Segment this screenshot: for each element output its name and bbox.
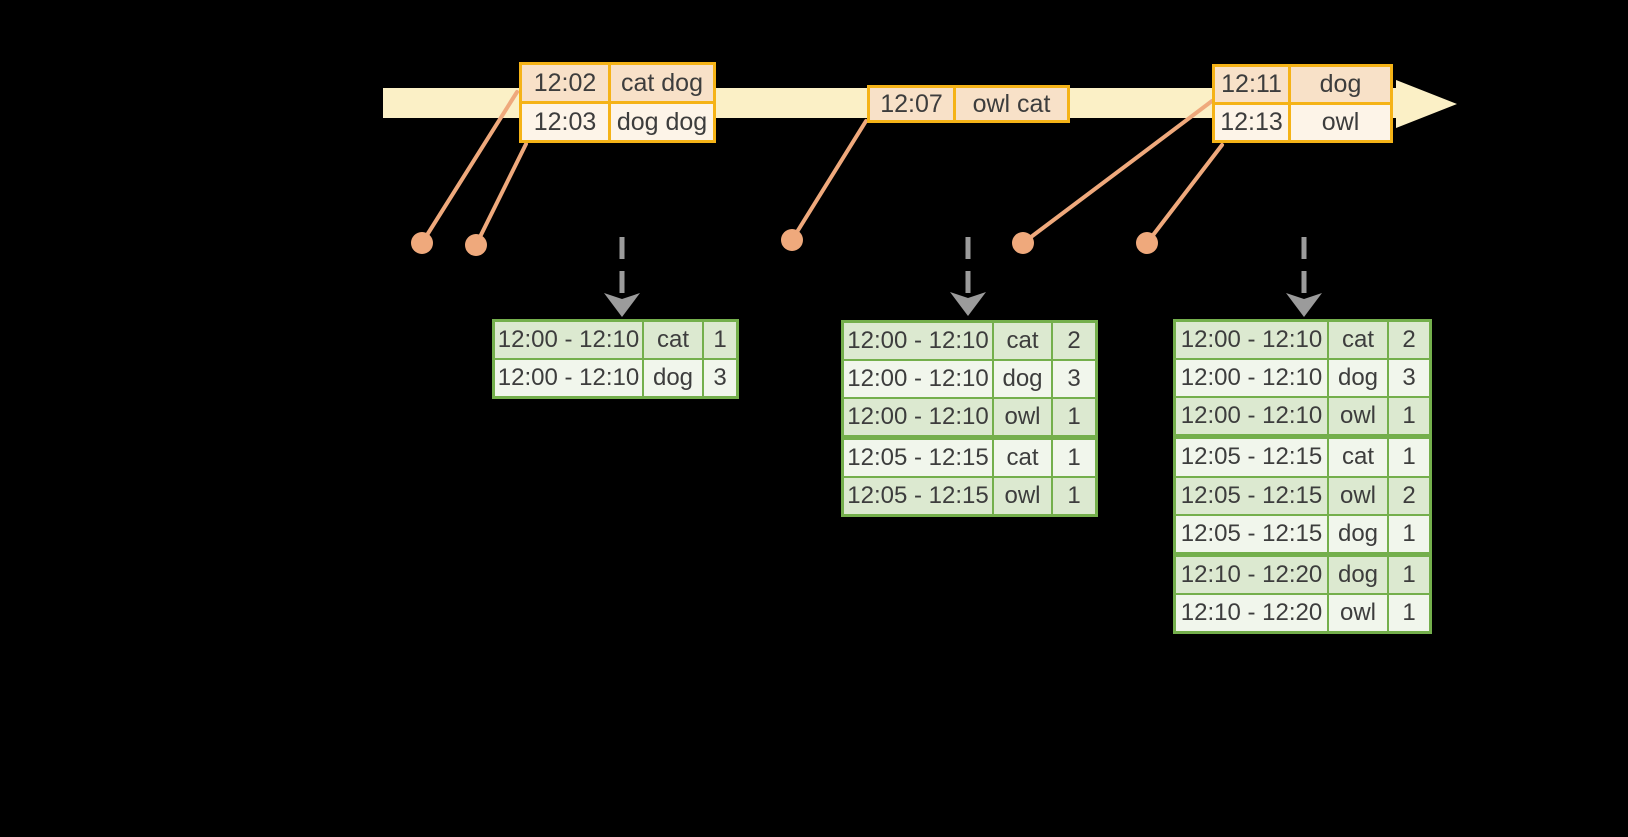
event-dot [1136, 232, 1158, 254]
count-cell: 3 [704, 360, 736, 396]
word-cell: owl [994, 478, 1051, 514]
window-cell: 12:05 - 12:15 [844, 478, 992, 514]
word-cell: dog [1329, 556, 1387, 593]
count-cell: 2 [1053, 323, 1095, 359]
event-connector-line [790, 119, 868, 242]
word-cell: owl [1329, 398, 1387, 435]
event-dot [465, 234, 487, 256]
word-cell: cat [1329, 322, 1387, 359]
window-cell: 12:00 - 12:10 [495, 322, 642, 358]
event-connector-line [474, 142, 528, 247]
event-connector-line [1021, 99, 1214, 245]
count-cell: 3 [1389, 360, 1429, 397]
window-cell: 12:05 - 12:15 [1176, 515, 1327, 552]
event-connector-lines [420, 90, 1224, 247]
count-cell: 1 [1389, 594, 1429, 631]
event-dot [1012, 232, 1034, 254]
window-cell: 12:00 - 12:10 [495, 360, 642, 396]
trigger-arrowhead-icon [1286, 293, 1322, 317]
count-cell: 1 [704, 322, 736, 358]
word-cell: cat [994, 323, 1051, 359]
event-connector-line [1145, 143, 1224, 245]
trigger-arrowhead-icon [604, 293, 640, 317]
word-cell: dog [1329, 515, 1387, 552]
window-cell: 12:00 - 12:10 [844, 323, 992, 359]
event-dot [781, 229, 803, 251]
count-cell: 3 [1053, 361, 1095, 397]
trigger-arrowhead-icon [950, 292, 986, 316]
window-cell: 12:00 - 12:10 [1176, 398, 1327, 435]
window-cell: 12:05 - 12:15 [1176, 477, 1327, 514]
count-cell: 1 [1389, 515, 1429, 552]
event-time-cell: 12:11 [1215, 67, 1288, 102]
word-cell: owl [1329, 477, 1387, 514]
count-cell: 1 [1053, 478, 1095, 514]
count-cell: 2 [1389, 322, 1429, 359]
window-cell: 12:00 - 12:10 [1176, 360, 1327, 397]
event-words-cell: owl [1291, 105, 1390, 140]
event-time-cell: 12:13 [1215, 105, 1288, 140]
timeline-arrowhead-icon [1396, 80, 1457, 128]
event-words-cell: dog [1291, 67, 1390, 102]
event-time-cell: 12:03 [522, 104, 608, 140]
count-cell: 1 [1053, 399, 1095, 435]
count-cell: 1 [1389, 439, 1429, 476]
event-dots [411, 229, 1158, 256]
window-cell: 12:10 - 12:20 [1176, 594, 1327, 631]
word-cell: owl [1329, 594, 1387, 631]
event-words-cell: cat dog [611, 65, 713, 101]
word-cell: dog [644, 360, 702, 396]
word-cell: dog [994, 361, 1051, 397]
window-cell: 12:05 - 12:15 [844, 440, 992, 476]
event-connector-line [420, 90, 519, 245]
event-time-cell: 12:07 [870, 88, 953, 120]
event-words-cell: dog dog [611, 104, 713, 140]
word-cell: cat [644, 322, 702, 358]
word-cell: cat [1329, 439, 1387, 476]
event-words-cell: owl cat [956, 88, 1067, 120]
event-time-cell: 12:02 [522, 65, 608, 101]
window-cell: 12:00 - 12:10 [844, 399, 992, 435]
window-cell: 12:10 - 12:20 [1176, 556, 1327, 593]
word-cell: owl [994, 399, 1051, 435]
window-cell: 12:00 - 12:10 [1176, 322, 1327, 359]
count-cell: 1 [1053, 440, 1095, 476]
trigger-arrows [604, 237, 1322, 317]
window-cell: 12:05 - 12:15 [1176, 439, 1327, 476]
event-dot [411, 232, 433, 254]
window-cell: 12:00 - 12:10 [844, 361, 992, 397]
word-cell: cat [994, 440, 1051, 476]
count-cell: 1 [1389, 556, 1429, 593]
count-cell: 1 [1389, 398, 1429, 435]
word-cell: dog [1329, 360, 1387, 397]
count-cell: 2 [1389, 477, 1429, 514]
